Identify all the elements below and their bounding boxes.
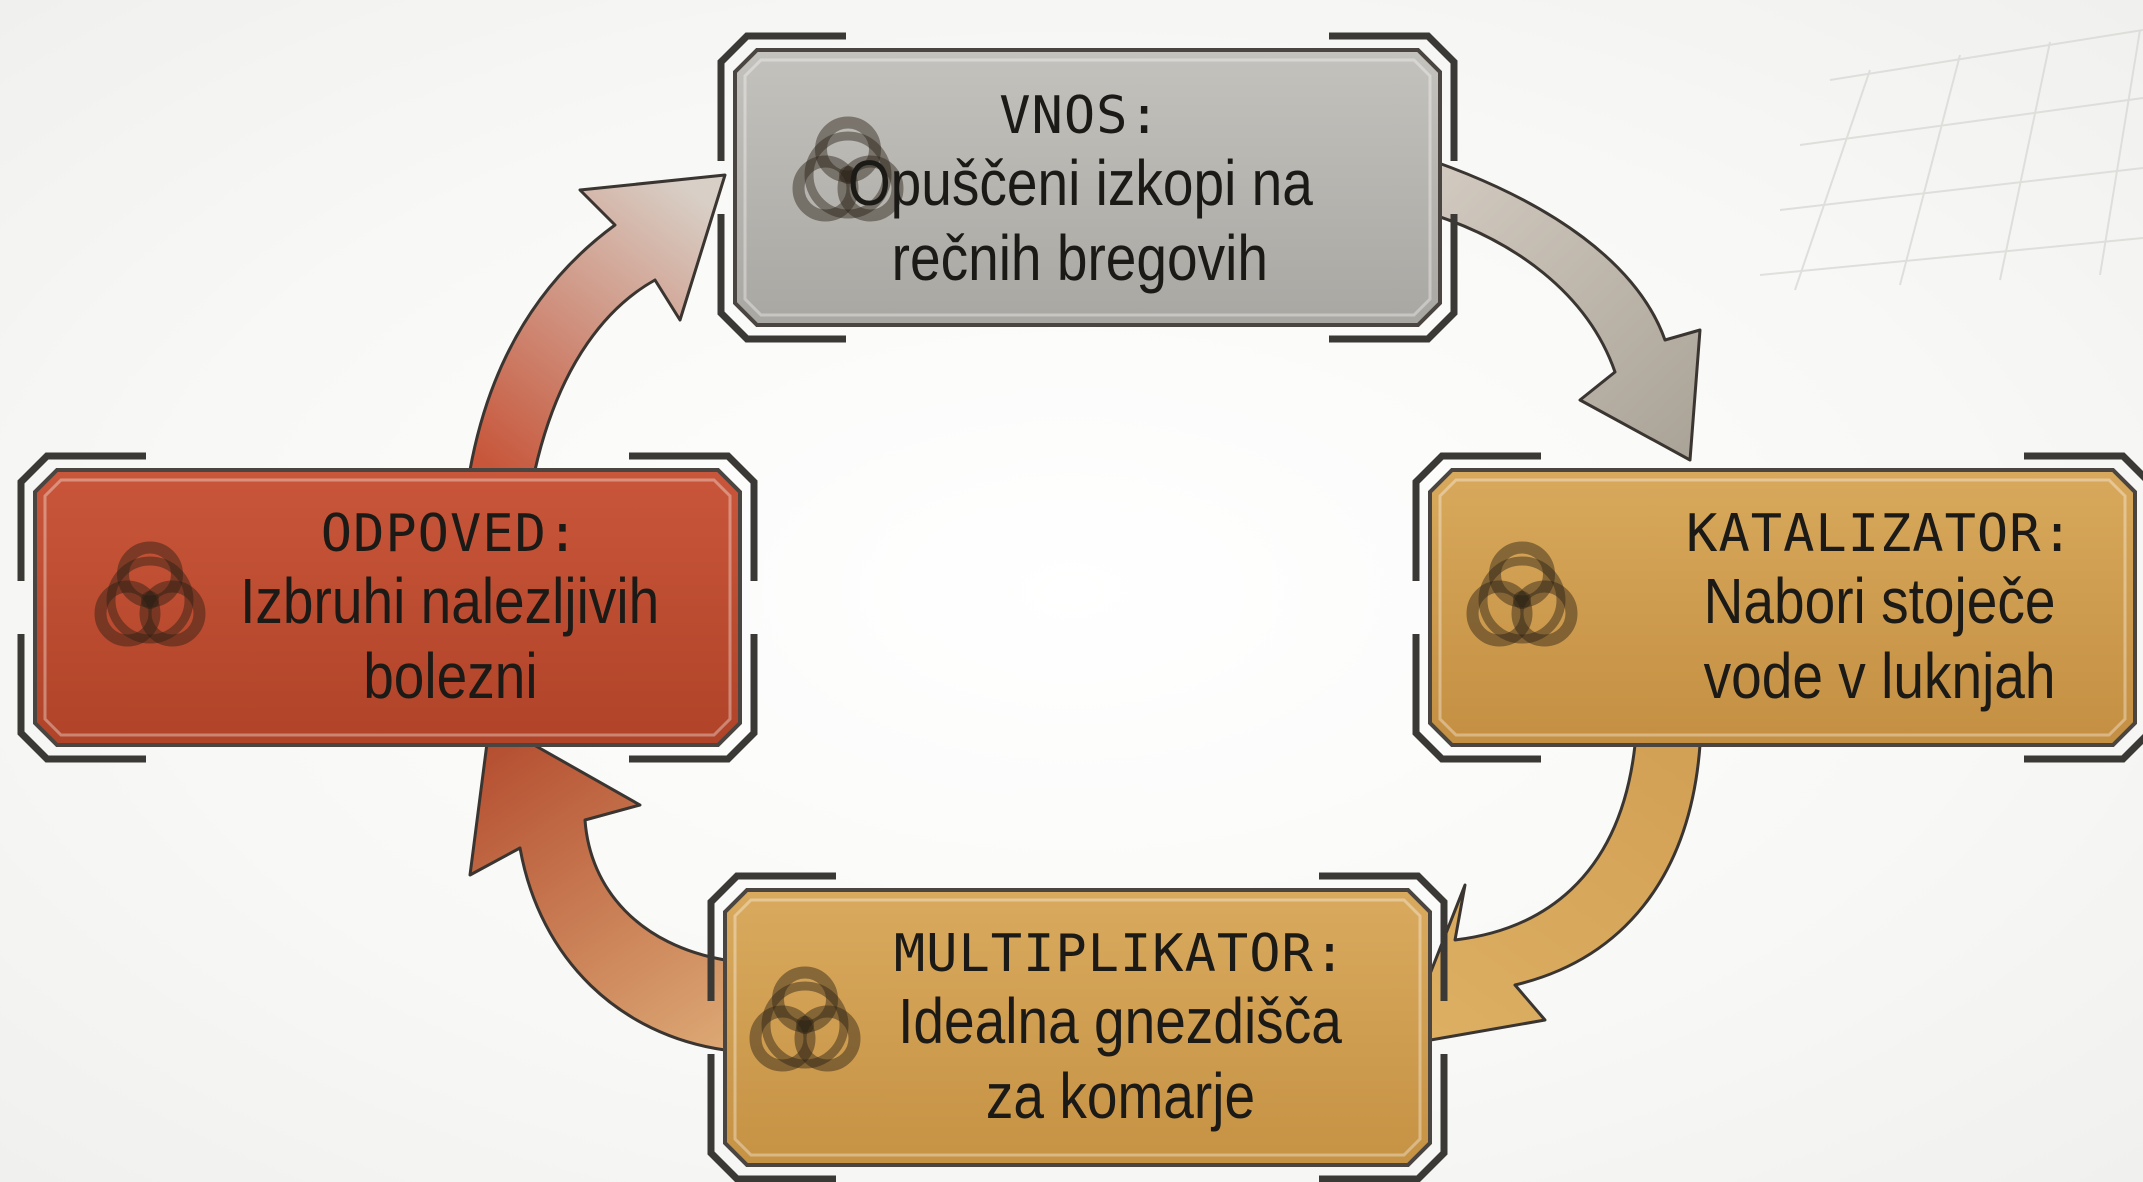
stage-multiplikator-line-1: Idealna gnezdišča [898, 984, 1342, 1057]
stage-vnos-brackets [717, 32, 1458, 343]
background-grid [1759, 29, 2143, 291]
stage-katalizator-inner-frame [1438, 478, 2127, 737]
stage-odpoved-panel [33, 468, 742, 747]
stage-katalizator-label: KATALIZATOR: [1686, 504, 2074, 565]
cycle-arrows [468, 148, 1702, 1052]
stage-box-vnos [717, 32, 1458, 343]
stage-odpoved-text: ODPOVED: Izbruhi nalezljivih bolezni [170, 490, 730, 730]
stage-boxes [17, 32, 2143, 1182]
stage-odpoved-line-2: bolezni [362, 640, 538, 713]
stage-katalizator-brackets [1412, 452, 2143, 763]
stage-katalizator-panel [1428, 468, 2137, 747]
arrow-vnos-to-katalizator [1398, 148, 1702, 462]
arrow-multiplikator-to-odpoved [468, 718, 727, 1052]
stage-box-odpoved [17, 452, 758, 763]
stage-multiplikator-brackets [707, 872, 1448, 1182]
stage-box-multiplikator [707, 872, 1448, 1182]
stage-multiplikator-line-2: za komarje [985, 1060, 1255, 1133]
stage-vnos-inner-frame [743, 58, 1432, 317]
stage-vnos-text: VNOS: Opuščeni izkopi na rečnih bregovih [760, 72, 1400, 312]
stage-odpoved-label: ODPOVED: [320, 504, 580, 565]
stage-katalizator-line-1: Nabori stoječe [1704, 564, 2056, 637]
stage-odpoved-inner-frame [43, 478, 732, 737]
stage-multiplikator-panel [723, 888, 1432, 1167]
stage-multiplikator-label: MULTIPLIKATOR: [893, 924, 1347, 985]
arrow-odpoved-to-vnos [468, 173, 727, 472]
stage-odpoved-brackets [17, 452, 758, 763]
stage-vnos-line-2: rečnih bregovih [891, 222, 1269, 295]
stage-katalizator-line-2: vode v luknjah [1704, 640, 2056, 713]
stage-multiplikator-inner-frame [733, 898, 1422, 1157]
stage-box-katalizator [1412, 452, 2143, 763]
stage-vnos-line-1: Opuščeni izkopi na [847, 146, 1313, 219]
stage-vnos-panel [733, 48, 1442, 327]
stage-odpoved-line-1: Izbruhi nalezljivih [240, 564, 660, 637]
stage-vnos-label: VNOS: [999, 86, 1161, 147]
stage-multiplikator-text: MULTIPLIKATOR: Idealna gnezdišča za koma… [820, 910, 1420, 1150]
stage-katalizator-text: KATALIZATOR: Nabori stoječe vode v luknj… [1620, 490, 2140, 730]
